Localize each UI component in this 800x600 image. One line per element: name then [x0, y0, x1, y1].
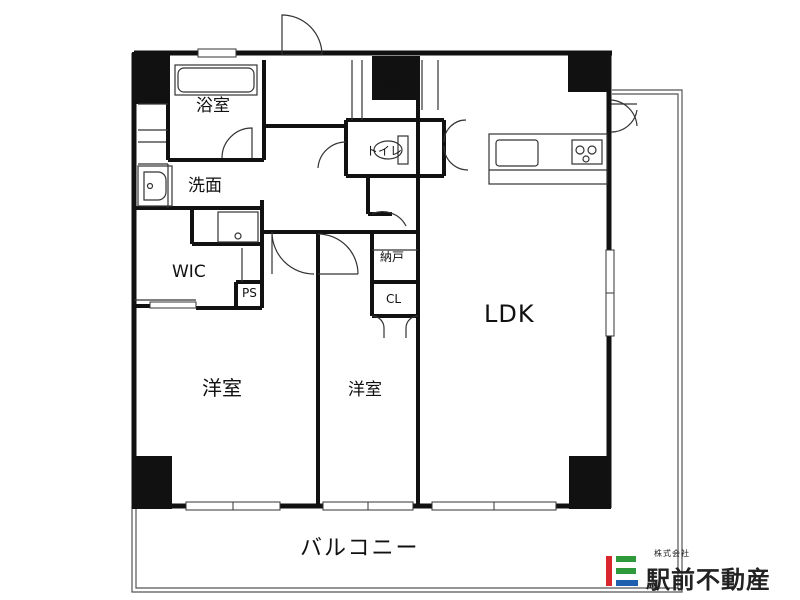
room-label-bath: 浴室 [196, 96, 230, 116]
room-label-wic: WIC [172, 262, 206, 282]
logo-mark-icon [606, 556, 638, 586]
bathtub [177, 67, 255, 93]
door-swings [221, 14, 638, 338]
washing-machine-pan [217, 211, 259, 243]
toilet-fixture [373, 135, 409, 165]
window-mullions [232, 292, 614, 510]
room-label-western-room-2: 洋室 [348, 380, 382, 400]
logo-small-text: 株式会社 [654, 549, 690, 558]
room-label-ps: PS [242, 286, 257, 300]
wash-basin [137, 165, 173, 207]
balcony-outline [131, 89, 683, 593]
room-label-western-room-1: 洋室 [202, 376, 242, 400]
room-label-mb: MB [384, 74, 403, 88]
room-label-closet: CL [386, 292, 402, 306]
structural-columns [132, 52, 611, 509]
thin-partitions [134, 60, 439, 301]
logo-bar-red [606, 556, 612, 586]
interior-walls [134, 56, 446, 506]
room-label-storage: 納戸 [380, 250, 405, 264]
company-logo: 株式会社 駅前不動産 [606, 548, 791, 594]
logo-company-name: 駅前不動産 [646, 565, 771, 594]
room-label-washroom: 洗面 [188, 176, 222, 196]
logo-bar-blue [616, 580, 638, 586]
room-label-balcony: バルコニー [300, 536, 420, 561]
room-label-ldk: LDK [484, 300, 535, 328]
logo-bar-green-mid [616, 568, 636, 574]
kitchen-counter [488, 133, 608, 185]
room-label-toilet: トイレ [366, 144, 403, 158]
sliding-door [149, 301, 197, 309]
logo-bar-green-top [616, 556, 636, 562]
